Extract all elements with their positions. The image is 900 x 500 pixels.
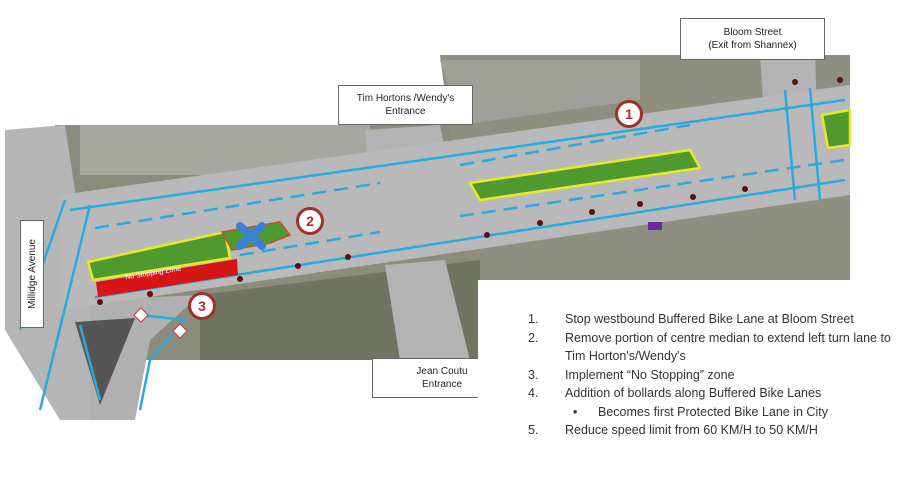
note-subitem: • Becomes first Protected Bike Lane in Ci… xyxy=(528,403,898,422)
small-marker xyxy=(648,222,662,230)
note-item: 4. Addition of bollards along Buffered Bi… xyxy=(528,384,898,403)
bollard xyxy=(537,220,543,226)
bollard xyxy=(345,254,351,260)
bollard xyxy=(589,209,595,215)
bollard xyxy=(237,276,243,282)
bollard xyxy=(742,186,748,192)
note-number: 3. xyxy=(528,367,539,382)
note-text: Implement “No Stopping” zone xyxy=(565,367,735,382)
yield-signs xyxy=(133,307,188,339)
note-text: Stop westbound Buffered Bike Lane at Blo… xyxy=(565,312,854,326)
note-item: 2. Remove portion of centre median to ext… xyxy=(528,329,898,366)
bollard xyxy=(690,194,696,200)
bollards xyxy=(97,77,843,305)
label-millidge-avenue: Millidge Avenue xyxy=(20,220,44,328)
yield-sign xyxy=(172,323,188,339)
tim-hortons-note: Entrance xyxy=(385,106,426,117)
note-item: 5. Reduce speed limit from 60 KM/H to 50 … xyxy=(528,421,898,440)
bollard xyxy=(484,232,490,238)
note-text: Reduce speed limit from 60 KM/H to 50 KM… xyxy=(565,423,818,437)
jean-coutu-name: Jean Coutu xyxy=(416,366,468,377)
label-bloom-street: Bloom Street (Exit from Shannex) xyxy=(680,18,825,60)
no-stopping-zone xyxy=(96,259,238,297)
note-item: 3. Implement “No Stopping” zone xyxy=(528,366,898,385)
bollard xyxy=(792,79,798,85)
bloom-street-note: (Exit from Shannex) xyxy=(708,40,797,51)
note-text: Remove portion of centre median to exten… xyxy=(565,330,891,364)
note-text: Addition of bollards along Buffered Bike… xyxy=(565,386,822,400)
note-number: 4. xyxy=(528,386,539,400)
notes-panel: 1. Stop westbound Buffered Bike Lane at B… xyxy=(478,280,900,500)
lane-dashes xyxy=(94,123,846,257)
bollard xyxy=(837,77,843,83)
island xyxy=(75,318,135,405)
removed-median-x-icon xyxy=(236,222,266,250)
millidge-avenue-name: Millidge Avenue xyxy=(26,239,38,309)
jean-coutu-road xyxy=(385,260,470,360)
bollard xyxy=(147,291,153,297)
notes-list: 1. Stop westbound Buffered Bike Lane at B… xyxy=(528,310,898,440)
marker-1: 1 xyxy=(615,100,643,128)
bollard xyxy=(97,299,103,305)
median-left xyxy=(86,230,232,282)
median-right xyxy=(467,148,702,202)
jean-coutu-note: Entrance xyxy=(421,379,463,390)
note-number: 1. xyxy=(528,312,539,326)
bollard xyxy=(295,263,301,269)
bloom-street-name: Bloom Street xyxy=(723,27,782,38)
bollard xyxy=(637,201,643,207)
label-tim-hortons: Tim Hortons /Wendy's Entrance xyxy=(338,85,473,125)
note-number: 2. xyxy=(528,330,539,345)
note-item: 1. Stop westbound Buffered Bike Lane at B… xyxy=(528,310,898,329)
note-number: 5. xyxy=(528,423,539,437)
bullet-icon: • xyxy=(573,404,578,419)
note-text: Becomes first Protected Bike Lane in Cit… xyxy=(598,404,828,419)
tim-hortons-name: Tim Hortons /Wendy's xyxy=(356,93,455,104)
yield-sign xyxy=(133,307,149,323)
parking-lot-top xyxy=(440,60,640,125)
median-far-right xyxy=(820,108,852,150)
marker-3: 3 xyxy=(188,292,216,320)
main-road xyxy=(60,85,850,310)
marker-2: 2 xyxy=(296,207,324,235)
